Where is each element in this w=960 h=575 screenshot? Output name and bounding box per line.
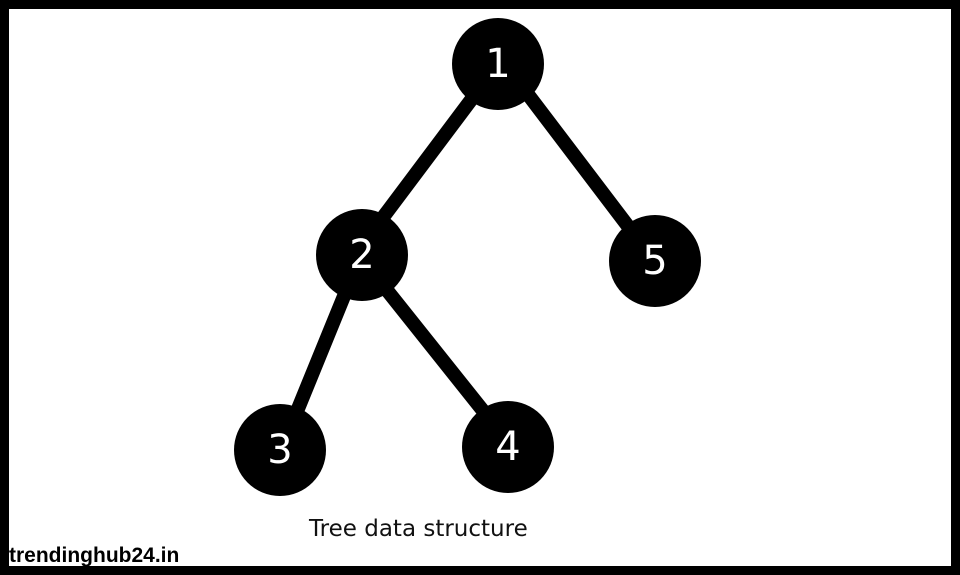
tree-node-2-label: 2 (349, 232, 374, 278)
tree-node-1: 1 (452, 18, 544, 110)
diagram-caption: Tree data structure (309, 516, 528, 542)
tree-node-3-label: 3 (267, 427, 292, 473)
tree-diagram: 1 2 5 3 4 (234, 18, 701, 496)
tree-node-2: 2 (316, 209, 408, 301)
tree-node-4: 4 (462, 401, 554, 493)
tree-node-1-label: 1 (485, 41, 510, 87)
diagram-canvas: 1 2 5 3 4 Tree data structure trendinghu… (9, 9, 951, 566)
watermark-logo-text: trendinghub24.in (9, 544, 180, 566)
edge-2-4 (367, 267, 499, 429)
edge-2-3 (284, 267, 360, 433)
tree-node-5: 5 (609, 215, 701, 307)
edge-1-5 (507, 69, 647, 249)
edge-1-2 (368, 69, 496, 235)
tree-node-5-label: 5 (642, 238, 667, 284)
tree-node-4-label: 4 (495, 424, 520, 470)
tree-node-3: 3 (234, 404, 326, 496)
